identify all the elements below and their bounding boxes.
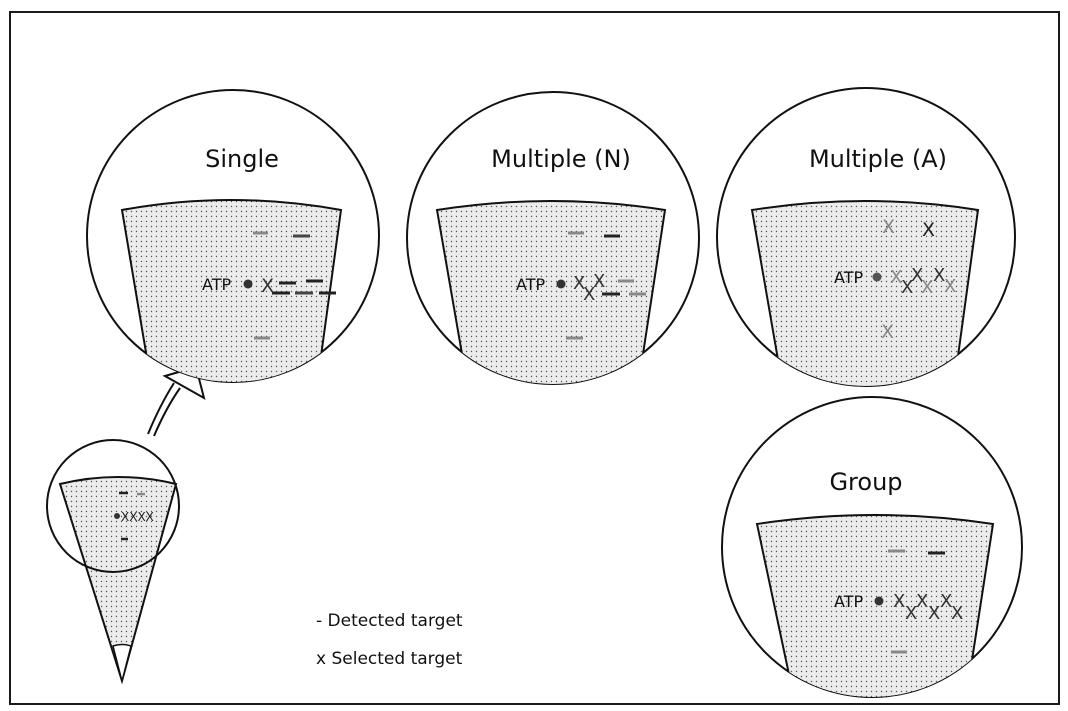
sonar-sector bbox=[755, 514, 995, 697]
atp-label: ATP bbox=[516, 275, 545, 294]
selected-target-mark: X bbox=[944, 276, 956, 297]
selected-target-mark: X bbox=[593, 271, 605, 292]
atp-label: ATP bbox=[834, 592, 863, 611]
selected-target-mark: X bbox=[951, 603, 963, 624]
panel-group: Group ATP X X X X X X bbox=[721, 396, 1023, 698]
sonar-sector bbox=[750, 200, 980, 386]
selected-target-mark: X bbox=[890, 267, 902, 288]
legend-detected: - Detected target bbox=[316, 611, 463, 631]
selected-targets-mark: XXXX bbox=[121, 510, 154, 524]
legend-selected: x Selected target bbox=[316, 649, 463, 669]
panel-title: Single bbox=[205, 145, 279, 173]
selected-target-mark: X bbox=[921, 277, 933, 298]
selected-target-mark: X bbox=[893, 591, 905, 612]
selected-target-mark: X bbox=[911, 265, 923, 286]
atp-label: ATP bbox=[834, 268, 863, 287]
panel-title: Multiple (N) bbox=[491, 145, 631, 173]
atp-label: ATP bbox=[202, 275, 231, 294]
selected-target-mark: X bbox=[261, 275, 274, 297]
zoom-circle bbox=[46, 439, 180, 573]
panel-multiple-n: Multiple (N) ATP X X X bbox=[406, 91, 700, 385]
sonar-sector bbox=[435, 200, 667, 384]
selected-target-mark: X bbox=[922, 219, 935, 241]
atp-dot bbox=[874, 596, 884, 606]
selected-target-mark: X bbox=[916, 591, 928, 612]
selected-target-mark: X bbox=[881, 321, 894, 343]
panel-title: Group bbox=[829, 468, 902, 496]
selected-target-mark: X bbox=[940, 591, 952, 612]
selected-target-mark: X bbox=[882, 216, 895, 238]
selected-target-mark: X bbox=[933, 265, 945, 286]
panel-title: Multiple (A) bbox=[809, 145, 947, 173]
cone-tip bbox=[112, 643, 132, 682]
selected-target-mark: X bbox=[583, 284, 595, 305]
atp-dot bbox=[556, 279, 566, 289]
selected-target-mark: X bbox=[905, 603, 917, 624]
sonar-cone-overview: XXXX bbox=[46, 439, 180, 685]
selected-target-mark: X bbox=[928, 603, 940, 624]
selected-target-mark: X bbox=[573, 273, 585, 294]
selected-target-mark: X bbox=[901, 277, 913, 298]
atp-dot bbox=[243, 279, 253, 289]
sonar-sector bbox=[120, 199, 343, 382]
panel-single: Single ATP X bbox=[86, 89, 380, 383]
atp-dot bbox=[114, 513, 120, 519]
panel-multiple-a: Multiple (A) X X ATP X X X X X X X bbox=[716, 87, 1016, 387]
atp-dot bbox=[872, 272, 882, 282]
